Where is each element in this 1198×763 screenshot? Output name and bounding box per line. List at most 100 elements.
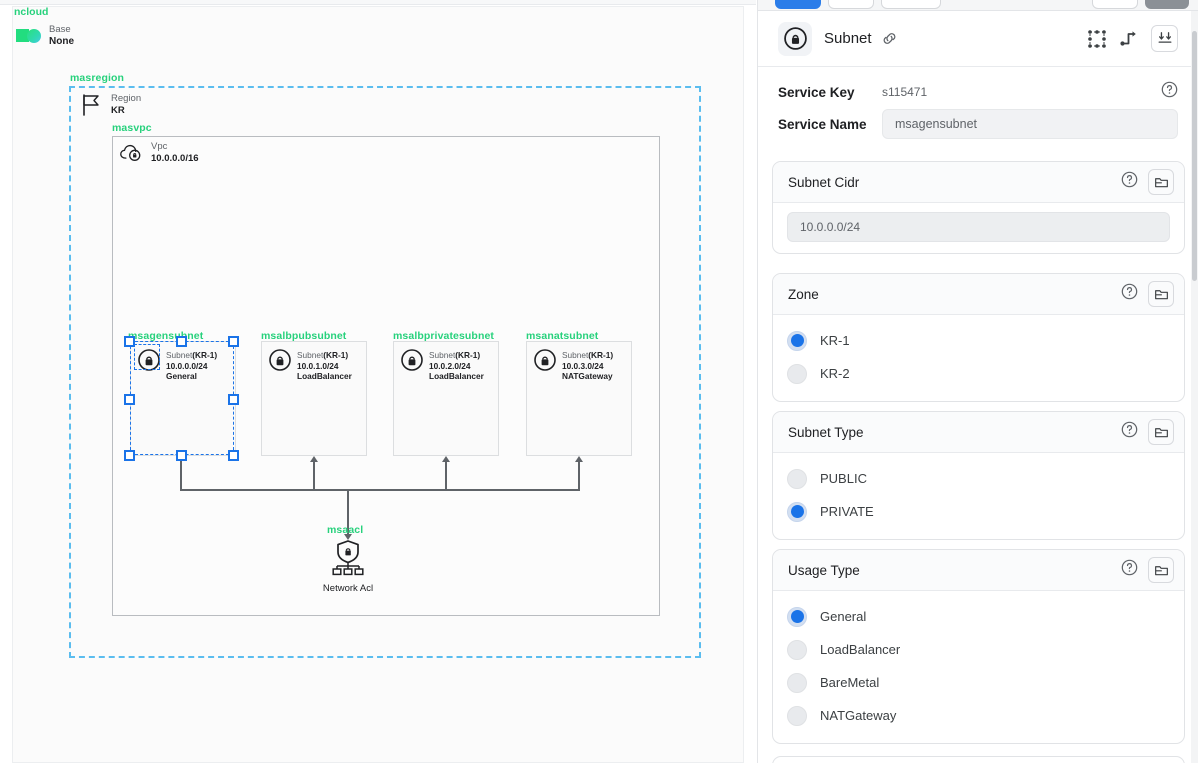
subnet-zone-2: (KR-1) xyxy=(455,350,481,360)
subnet-zone-1: (KR-1) xyxy=(323,350,349,360)
subnet-type-0: Subnet xyxy=(166,350,193,360)
subnet-usage-0: General xyxy=(166,371,197,381)
base-swatch-icon xyxy=(16,29,29,42)
resize-handle-ne[interactable] xyxy=(228,336,239,347)
folder-icon[interactable] xyxy=(1148,169,1174,195)
card-zone: Zone KR xyxy=(772,273,1185,402)
vpc-node-type: Vpc xyxy=(151,141,168,152)
card-body: 10.0.0.0/24 xyxy=(773,203,1184,253)
subnet-zone-3: (KR-1) xyxy=(588,350,614,360)
help-circle-icon[interactable] xyxy=(1121,421,1138,443)
subnet-node-3[interactable]: Subnet(KR-1) 10.0.3.0/24 NATGateway xyxy=(526,341,632,456)
base-circle-icon xyxy=(27,28,41,43)
region-node[interactable]: Region KR xyxy=(78,92,228,122)
subnet-group-label-2: msalbprivatesubnet xyxy=(393,330,494,342)
radio-indicator xyxy=(787,468,807,489)
card-header: Zone xyxy=(773,274,1184,315)
radio-indicator xyxy=(787,672,807,693)
flag-icon xyxy=(83,94,99,116)
card-header: Subnet Type xyxy=(773,412,1184,453)
card-next-partial[interactable] xyxy=(772,756,1185,763)
card-body: PUBLIC PRIVATE xyxy=(773,453,1184,539)
selection-icon-outline xyxy=(134,344,160,370)
resize-handle-e[interactable] xyxy=(228,394,239,405)
radio-usage-loadbalancer[interactable]: LoadBalancer xyxy=(787,633,1170,666)
radio-indicator xyxy=(787,363,807,384)
radio-label: NATGateway xyxy=(820,708,897,723)
radio-zone-kr2[interactable]: KR-2 xyxy=(787,357,1170,390)
radio-label: BareMetal xyxy=(820,675,880,690)
toolbar-primary-button[interactable] xyxy=(775,0,821,9)
cloud-lock-icon xyxy=(120,144,141,161)
vpc-node[interactable]: Vpc 10.0.0.0/16 xyxy=(118,140,278,172)
link-icon[interactable] xyxy=(881,30,898,47)
connector-acl-stem xyxy=(347,489,349,535)
connector-arrow-acl xyxy=(344,534,352,540)
collapse-all-icon[interactable] xyxy=(1151,25,1178,52)
resize-handle-s[interactable] xyxy=(176,450,187,461)
base-node-value: None xyxy=(49,35,74,47)
connector-subnet-0 xyxy=(180,456,182,490)
subnet-type-3: Subnet xyxy=(562,350,589,360)
help-circle-icon[interactable] xyxy=(1161,81,1178,103)
subnet-zone-0: (KR-1) xyxy=(192,350,218,360)
network-acl-node[interactable]: Network Acl xyxy=(316,538,380,594)
service-key-label: Service Key xyxy=(778,84,855,100)
app-toolbar[interactable] xyxy=(758,0,1198,11)
radio-usage-general[interactable]: General xyxy=(787,600,1170,633)
subnet-cidr-input[interactable]: 10.0.0.0/24 xyxy=(787,212,1170,242)
folder-icon[interactable] xyxy=(1148,557,1174,583)
toolbar-button-2[interactable] xyxy=(881,0,941,9)
region-group-label: masregion xyxy=(70,72,124,84)
card-title: Usage Type xyxy=(788,562,860,578)
subnet-node-1[interactable]: Subnet(KR-1) 10.0.1.0/24 LoadBalancer xyxy=(261,341,367,456)
region-node-value: KR xyxy=(111,104,125,116)
card-body: KR-1 KR-2 xyxy=(773,315,1184,401)
connector-arrow-2 xyxy=(442,456,450,462)
radio-usage-baremetal[interactable]: BareMetal xyxy=(787,666,1170,699)
route-path-icon[interactable] xyxy=(1119,29,1139,49)
resize-handle-w[interactable] xyxy=(124,394,135,405)
card-title: Subnet Cidr xyxy=(788,174,860,190)
folder-icon[interactable] xyxy=(1148,281,1174,307)
properties-panel[interactable]: Subnet xyxy=(757,0,1198,763)
toolbar-button-3[interactable] xyxy=(1092,0,1138,9)
toolbar-secondary-button[interactable] xyxy=(1145,0,1189,9)
radio-usage-natgateway[interactable]: NATGateway xyxy=(787,699,1170,732)
panel-scrollbar[interactable] xyxy=(1191,11,1198,763)
resize-handle-se[interactable] xyxy=(228,450,239,461)
base-node[interactable]: Base None xyxy=(16,24,74,47)
select-bounds-icon[interactable] xyxy=(1087,29,1107,49)
connector-arrow-1 xyxy=(310,456,318,462)
subnet-usage-2: LoadBalancer xyxy=(429,371,484,381)
card-header: Subnet Cidr xyxy=(773,162,1184,203)
page-title: Subnet xyxy=(824,30,872,47)
scrollbar-thumb[interactable] xyxy=(1192,31,1197,281)
help-circle-icon[interactable] xyxy=(1121,171,1138,193)
resize-handle-n[interactable] xyxy=(176,336,187,347)
subnet-node-2[interactable]: Subnet(KR-1) 10.0.2.0/24 LoadBalancer xyxy=(393,341,499,456)
radio-subnet-type-public[interactable]: PUBLIC xyxy=(787,462,1170,495)
toolbar-button-1[interactable] xyxy=(828,0,874,9)
help-circle-icon[interactable] xyxy=(1121,559,1138,581)
region-node-type: Region xyxy=(111,93,142,104)
resize-handle-sw[interactable] xyxy=(124,450,135,461)
radio-label: KR-1 xyxy=(820,333,850,348)
folder-icon[interactable] xyxy=(1148,419,1174,445)
region-boundary[interactable] xyxy=(69,86,701,658)
service-name-input[interactable]: msagensubnet xyxy=(882,109,1178,139)
service-key-row: Service Key s115471 xyxy=(778,78,1178,106)
resize-handle-nw[interactable] xyxy=(124,336,135,347)
radio-subnet-type-private[interactable]: PRIVATE xyxy=(787,495,1170,528)
help-circle-icon[interactable] xyxy=(1121,283,1138,305)
diagram-canvas[interactable]: ncloud Base None masregion Region KR mas… xyxy=(0,0,756,763)
connector-subnet-3 xyxy=(578,462,580,490)
card-title: Zone xyxy=(788,286,819,302)
shield-lock-network-icon xyxy=(332,540,364,576)
service-name-label: Service Name xyxy=(778,116,867,132)
radio-zone-kr1[interactable]: KR-1 xyxy=(787,324,1170,357)
region-node-text: Region KR xyxy=(111,92,141,116)
subnet-cidr-2: 10.0.2.0/24 xyxy=(429,360,471,371)
card-subnet-type: Subnet Type xyxy=(772,411,1185,540)
radio-indicator xyxy=(787,705,807,726)
